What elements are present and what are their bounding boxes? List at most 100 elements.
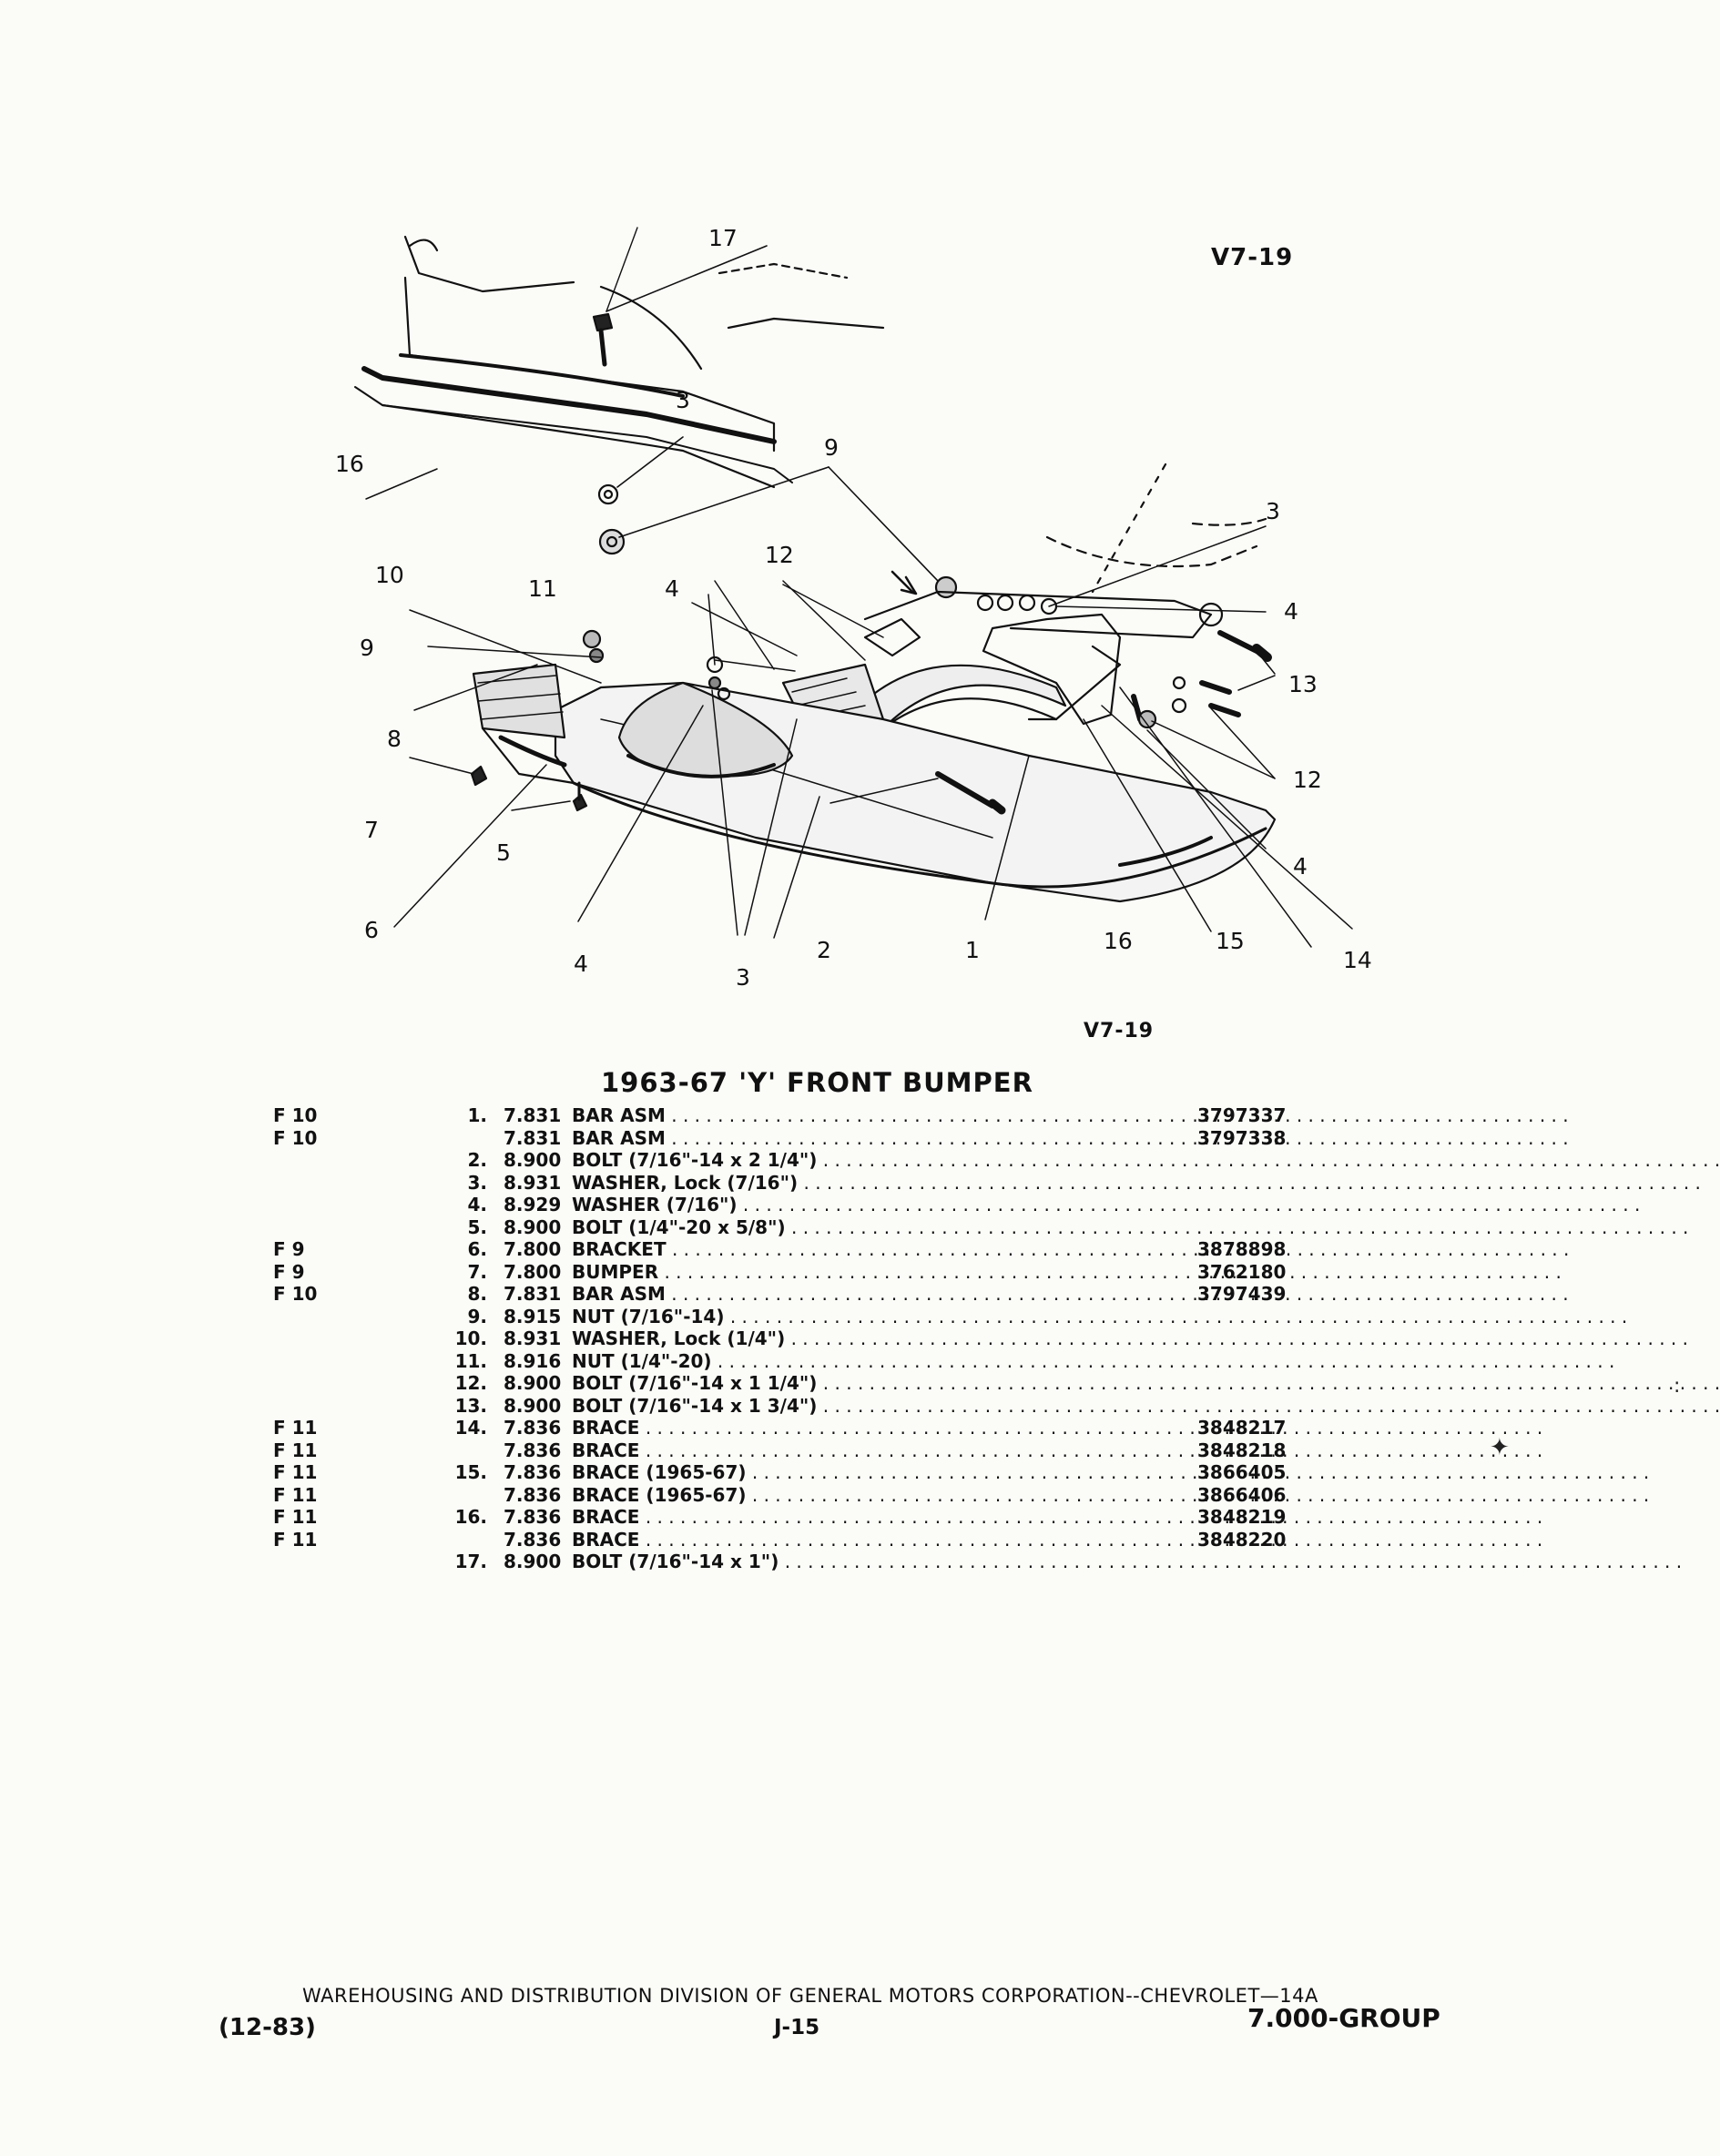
group-number: 7.836 (504, 1528, 562, 1551)
table-row: F 97.7.800BUMPER3762180 (273, 1261, 1325, 1284)
part-ref-number: 1. (467, 1104, 487, 1126)
footer-page-number: J-15 (774, 2016, 820, 2039)
callout-2: 2 (817, 937, 831, 963)
part-description: WASHER (7/16") (572, 1194, 1186, 1216)
part-description-text: WASHER, Lock (7/16") (572, 1172, 1186, 1195)
part-description: BOLT (7/16"-14 x 2 1/4") (572, 1149, 1186, 1172)
part-description: BRACKET (572, 1238, 1186, 1261)
part-description: BAR ASM (572, 1283, 1186, 1306)
exploded-diagram: 17 3 16 9 3 4 12 10 11 4 9 8 13 12 7 5 4… (300, 209, 1372, 1011)
part-number: 3848218 (1197, 1439, 1287, 1461)
part-description-text: BRACE (572, 1439, 1186, 1462)
callout-16-top: 16 (335, 451, 364, 477)
callout-16-bottom: 16 (1104, 928, 1133, 954)
part-description-text: BOLT (7/16"-14 x 1") (572, 1551, 1186, 1573)
table-row: F 117.836BRACE3848218 (273, 1439, 1325, 1462)
callout-4-right: 4 (1284, 598, 1298, 625)
part-code: F 10 (273, 1104, 318, 1126)
part-ref-number: 11. (454, 1349, 487, 1372)
part-description-text: NUT (7/16"-14) (572, 1306, 1186, 1328)
group-number: 8.900 (504, 1149, 562, 1171)
part-description-text: BRACE (572, 1417, 1186, 1439)
part-description-text: BUMPER (572, 1261, 1186, 1284)
part-ref-number: 6. (467, 1238, 487, 1260)
group-number: 8.900 (504, 1394, 562, 1417)
part-ref-number: 7. (467, 1260, 487, 1283)
part-code (273, 1172, 405, 1195)
figure-label-top: V7-19 (1211, 244, 1294, 271)
part-number: 3848220 (1197, 1528, 1287, 1551)
callout-13: 13 (1288, 671, 1318, 697)
part-description: BUMPER (572, 1261, 1186, 1284)
part-ref-number (405, 1439, 504, 1462)
part-code: F 11 (273, 1506, 318, 1528)
part-ref-number: 13. (454, 1394, 487, 1417)
callout-6: 6 (364, 917, 379, 943)
group-number: 8.900 (504, 1372, 562, 1394)
group-number: 8.900 (504, 1215, 562, 1238)
group-number: 7.831 (504, 1126, 562, 1149)
part-number: 3848219 (1197, 1506, 1287, 1528)
callout-4-lower-right: 4 (1293, 853, 1308, 880)
part-code (273, 1372, 405, 1395)
part-description-text: WASHER (7/16") (572, 1194, 1186, 1216)
group-number: 7.800 (504, 1260, 562, 1283)
part-description-text: NUT (1/4"-20) (572, 1350, 1186, 1373)
part-number: 3848217 (1197, 1417, 1287, 1439)
part-ref-number: 8. (467, 1283, 487, 1305)
part-ref-number: 9. (467, 1305, 487, 1327)
group-number: 8.931 (504, 1171, 562, 1194)
part-description-text: WASHER, Lock (1/4") (572, 1327, 1186, 1350)
callout-5: 5 (496, 839, 511, 866)
callout-4-center: 4 (665, 575, 679, 602)
footer-group: 7.000-GROUP (1247, 2003, 1440, 2033)
part-number: 3762180 (1197, 1260, 1287, 1283)
part-ref-number (405, 1529, 504, 1551)
part-ref-number: 12. (454, 1372, 487, 1394)
part-description: BRACE (572, 1439, 1186, 1462)
part-code (273, 1149, 405, 1172)
part-code: F 11 (273, 1528, 318, 1551)
part-code (273, 1551, 405, 1573)
part-code (273, 1350, 405, 1373)
table-row: 12. 8.900 BOLT (7/16"-14 x 1 1/4") (273, 1372, 1325, 1395)
section-title: 1963-67 'Y' FRONT BUMPER (601, 1067, 1033, 1098)
group-number: 8.931 (504, 1327, 562, 1349)
part-code: F 10 (273, 1283, 318, 1305)
callout-9-left: 9 (360, 635, 374, 661)
part-ref-number: 10. (454, 1327, 487, 1349)
part-description-text: BOLT (7/16"-14 x 1 3/4") (572, 1395, 1186, 1418)
group-number: 8.900 (504, 1551, 562, 1572)
part-ref-number (405, 1127, 504, 1150)
part-description: BOLT (7/16"-14 x 1 1/4") (572, 1372, 1186, 1395)
speck-mark: : (1674, 1375, 1681, 1398)
part-code: F 11 (273, 1417, 318, 1439)
part-description: WASHER, Lock (1/4") (572, 1327, 1186, 1350)
part-description: BAR ASM (572, 1127, 1186, 1150)
part-number: 3797337 (1197, 1104, 1287, 1126)
group-number: 7.831 (504, 1283, 562, 1305)
part-description-text: BRACE (1965-67) (572, 1461, 1186, 1484)
part-description-text: BRACKET (572, 1238, 1186, 1261)
part-number: 3866405 (1197, 1461, 1287, 1483)
group-number: 8.929 (504, 1194, 562, 1215)
footer-publisher-line: WAREHOUSING AND DISTRIBUTION DIVISION OF… (302, 1985, 1318, 2007)
part-description: BRACE (572, 1417, 1186, 1439)
part-number: 3878898 (1197, 1238, 1287, 1260)
callout-9-top: 9 (824, 434, 839, 461)
part-description-text: BRACE (572, 1529, 1186, 1551)
table-row: F 11 7.836 BRACE 3848220 (273, 1529, 1325, 1551)
footer-date: (12-83) (219, 2014, 316, 2041)
part-number: 3866406 (1197, 1483, 1287, 1506)
part-number: 3797338 (1197, 1126, 1287, 1149)
